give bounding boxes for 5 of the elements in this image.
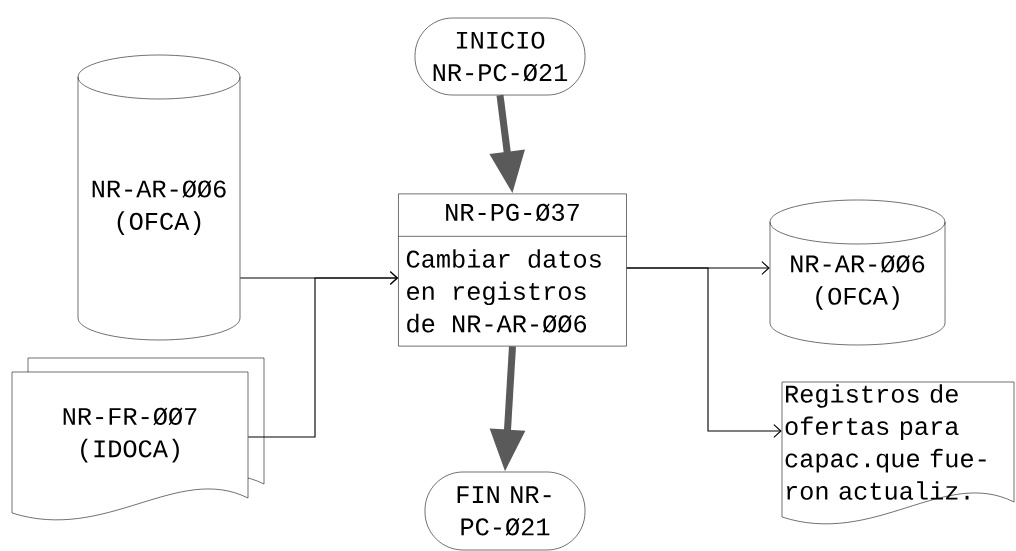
database-cylinder: NR-AR-ØØ6 (OFCA): [769, 199, 946, 346]
database-cylinder: NR-AR-ØØ6 (OFCA): [77, 54, 241, 341]
process-box: NR-PG-Ø37 Cambiar datos en registros de NR-AR-ØØ6: [398, 193, 627, 347]
arrow: [247, 271, 399, 438]
arrow: [626, 267, 782, 438]
